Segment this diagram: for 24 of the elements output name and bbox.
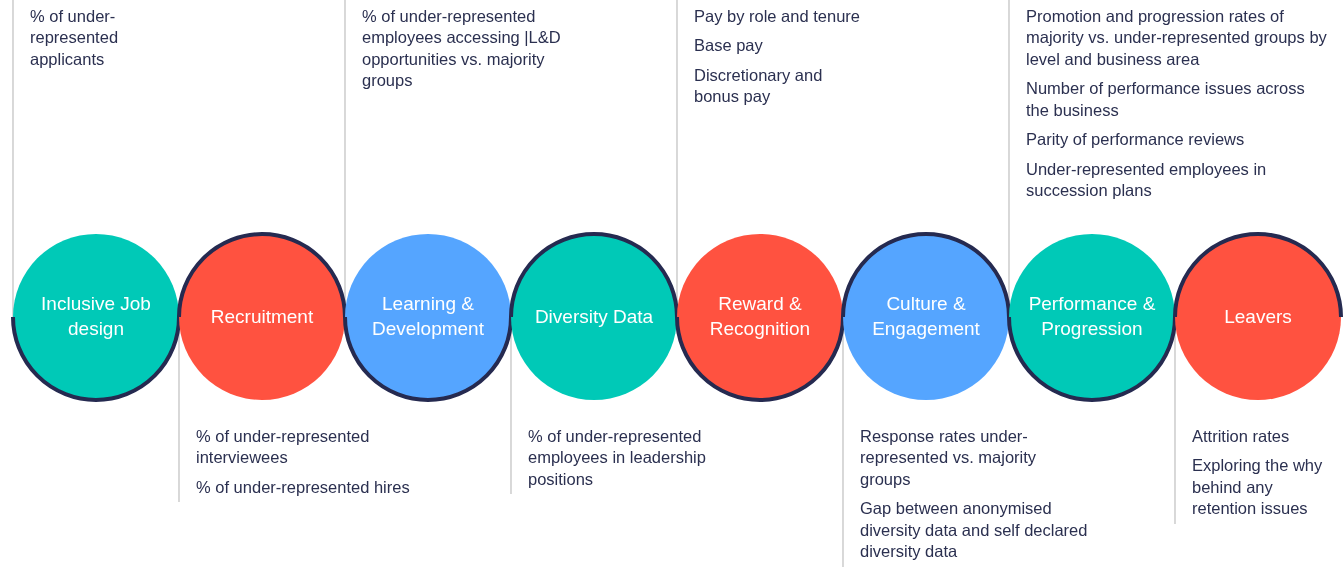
metric-text: Base pay — [694, 35, 764, 57]
stage-label: Leavers — [1223, 304, 1293, 329]
metric-text: Number of performance issues across the business — [1026, 78, 1306, 121]
stage-label: Culture & Engagement — [871, 292, 981, 341]
stage-label: Performance & Progression — [1028, 292, 1156, 341]
metric-text: Gap between anonymised diversity data and self declared diversity data — [860, 498, 1089, 563]
metric-text: Pay by role and tenure — [694, 6, 862, 27]
metric-text: Attrition rates — [1192, 426, 1291, 447]
metric-text: % of under-represented interviewees — [196, 426, 371, 469]
stage-label: Reward & Recognition — [708, 292, 812, 341]
metric-text: Promotion and progression rates of majority vs. under-represented groups by level and business area — [1026, 6, 1328, 70]
stage-label: Learning & Development — [371, 292, 485, 341]
metric-text: % of under-represented applicants — [30, 6, 120, 70]
metric-text: % of under-represented employees in leadership positions — [528, 426, 707, 490]
stage-label: Inclusive Job design — [40, 292, 152, 341]
metric-text: Parity of performance reviews — [1026, 129, 1246, 151]
metric-text: Under-represented employees in succession plans — [1026, 158, 1268, 202]
metric-text: % of under-represented employees accessing |L&D opportunities vs. majority groups — [362, 6, 562, 92]
metric-text: Exploring the why behind any retention issues — [1192, 455, 1324, 520]
metric-text: % of under-represented hires — [196, 476, 411, 498]
stage-label: Diversity Data — [533, 304, 655, 329]
metric-text: Response rates under-represented vs. majority groups — [860, 426, 1038, 490]
metric-text: Discretionary and bonus pay — [694, 64, 824, 108]
stage-label: Recruitment — [209, 304, 315, 329]
